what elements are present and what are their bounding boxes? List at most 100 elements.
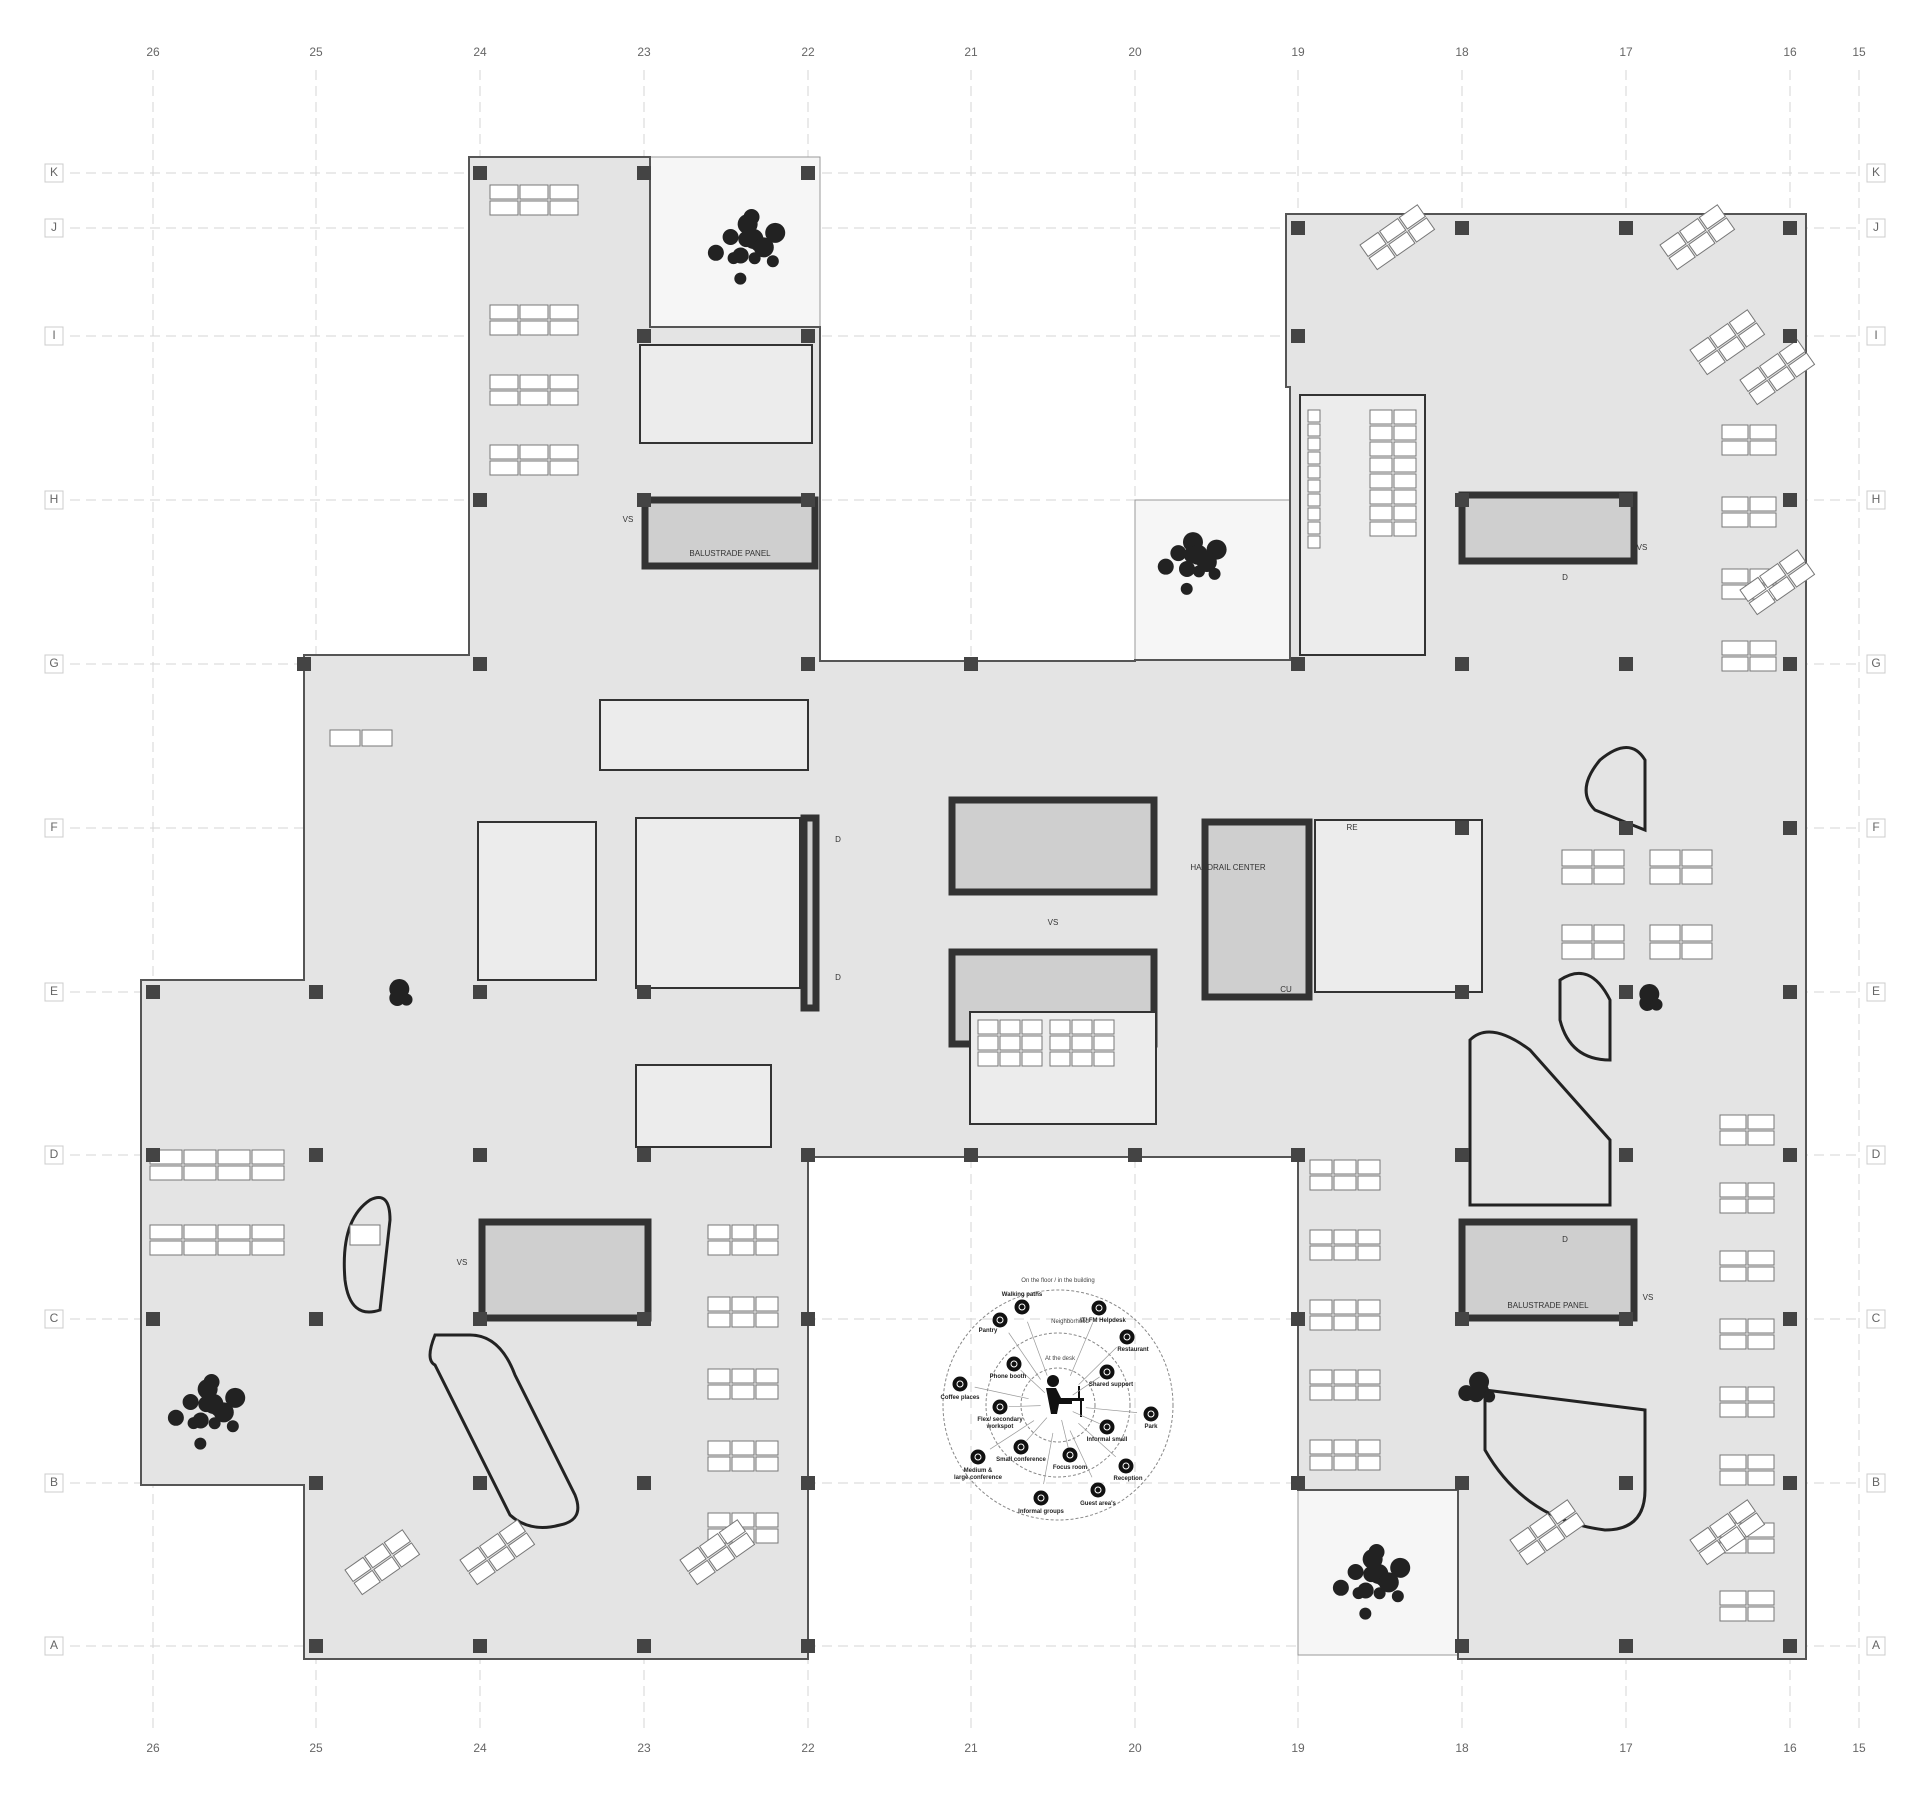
core-label-vs: VS [1637, 543, 1648, 552]
structural-column [146, 1312, 160, 1326]
desk [1309, 1299, 1333, 1315]
core-label-vs: VS [457, 1258, 468, 1267]
focus-room-icon-glyph [1066, 1451, 1074, 1459]
core-label-vs: VS [1643, 1293, 1654, 1302]
desk [183, 1149, 217, 1165]
structural-column [964, 657, 978, 671]
desk [1721, 656, 1749, 672]
shared-support-icon-glyph [1103, 1368, 1111, 1376]
desk [1719, 1334, 1747, 1350]
legend-item: Informal small [1087, 1419, 1128, 1443]
desk [1749, 440, 1777, 456]
plant [1390, 1557, 1411, 1578]
grid-row-label: A [1872, 1638, 1880, 1652]
legend-item-label: Walking paths [1002, 1292, 1043, 1298]
plant [208, 1417, 221, 1430]
desk [731, 1296, 755, 1312]
grid-row-label-box [44, 490, 64, 510]
toilets-west [635, 817, 801, 989]
legend-arrow [974, 1386, 1029, 1400]
grid-column-label: 18 [1455, 45, 1469, 59]
desk [1333, 1159, 1357, 1175]
desk [1561, 942, 1593, 960]
stair-core-central [1201, 818, 1313, 1001]
legend-arrow [1026, 1417, 1048, 1441]
desk [1333, 1299, 1357, 1315]
core-label-d: D [835, 973, 841, 982]
structural-column [473, 1312, 487, 1326]
angled-desk-cluster [1509, 1499, 1586, 1566]
desk [1747, 1454, 1775, 1470]
curved-wall [428, 1333, 580, 1529]
desk [1357, 1455, 1381, 1471]
desk [549, 184, 579, 200]
grid-row-label: H [1872, 492, 1881, 506]
desk [149, 1224, 183, 1240]
desk [731, 1456, 755, 1472]
legend-item: IT/ FM Helpdesk [1080, 1300, 1126, 1324]
workstations [149, 184, 1816, 1622]
planters [167, 209, 1663, 1620]
plant [194, 1437, 207, 1450]
desk [1749, 496, 1777, 512]
curved-wall [1558, 971, 1612, 1062]
structural-column [801, 657, 815, 671]
structural-column [297, 657, 311, 671]
grid-row-label-box [44, 218, 64, 238]
guest-area-icon-glyph [1094, 1486, 1102, 1494]
plant [167, 1409, 184, 1426]
structural-column [1619, 1476, 1633, 1490]
structural-column [1783, 1148, 1797, 1162]
desk [549, 374, 579, 390]
desk [707, 1312, 731, 1328]
desk [1309, 1245, 1333, 1261]
desk [251, 1149, 285, 1165]
legend-item: Reception [1113, 1458, 1143, 1482]
grid-column-label: 22 [801, 1741, 815, 1755]
structural-column [1455, 1639, 1469, 1653]
plant [187, 1417, 200, 1430]
legend-arrow [1069, 1322, 1094, 1377]
desk [519, 304, 549, 320]
structural-column [1783, 985, 1797, 999]
grid-row-label: B [50, 1475, 58, 1489]
desk [183, 1240, 217, 1256]
desk [251, 1224, 285, 1240]
informal-small-icon [1099, 1419, 1115, 1435]
structural-column [309, 1312, 323, 1326]
desk [1369, 521, 1393, 537]
structural-column [637, 1476, 651, 1490]
structural-column [1455, 1476, 1469, 1490]
plant [1458, 1385, 1475, 1402]
desk [549, 390, 579, 406]
desk [489, 320, 519, 336]
informal-groups-icon [1033, 1490, 1049, 1506]
desk [1721, 640, 1749, 656]
structural-column [1291, 329, 1305, 343]
plant [748, 252, 761, 265]
desk [1719, 1606, 1747, 1622]
desk [1357, 1159, 1381, 1175]
desk [1307, 521, 1321, 535]
desk [1307, 465, 1321, 479]
grid-row-label-box [44, 326, 64, 346]
plant [722, 228, 739, 245]
legend-arrow [1078, 1346, 1117, 1385]
desk [549, 200, 579, 216]
desk [1307, 409, 1321, 423]
desk [1747, 1590, 1775, 1606]
angled-desk-cluster [1359, 204, 1436, 271]
structural-column [637, 166, 651, 180]
grid-row-label-box [44, 982, 64, 1002]
grid-row-label: E [1872, 984, 1880, 998]
grid-row-label-box [1866, 490, 1886, 510]
angled-desk-cluster [1689, 309, 1766, 376]
desk [217, 1240, 251, 1256]
grid-row-label-box [1866, 218, 1886, 238]
structural-column [1455, 657, 1469, 671]
grid-column-label: 16 [1783, 1741, 1797, 1755]
desk [1393, 409, 1417, 425]
grid-column-label: 23 [637, 45, 651, 59]
structural-column [1619, 1639, 1633, 1653]
core-label-handrail: HANDRAIL CENTER [1190, 863, 1265, 872]
